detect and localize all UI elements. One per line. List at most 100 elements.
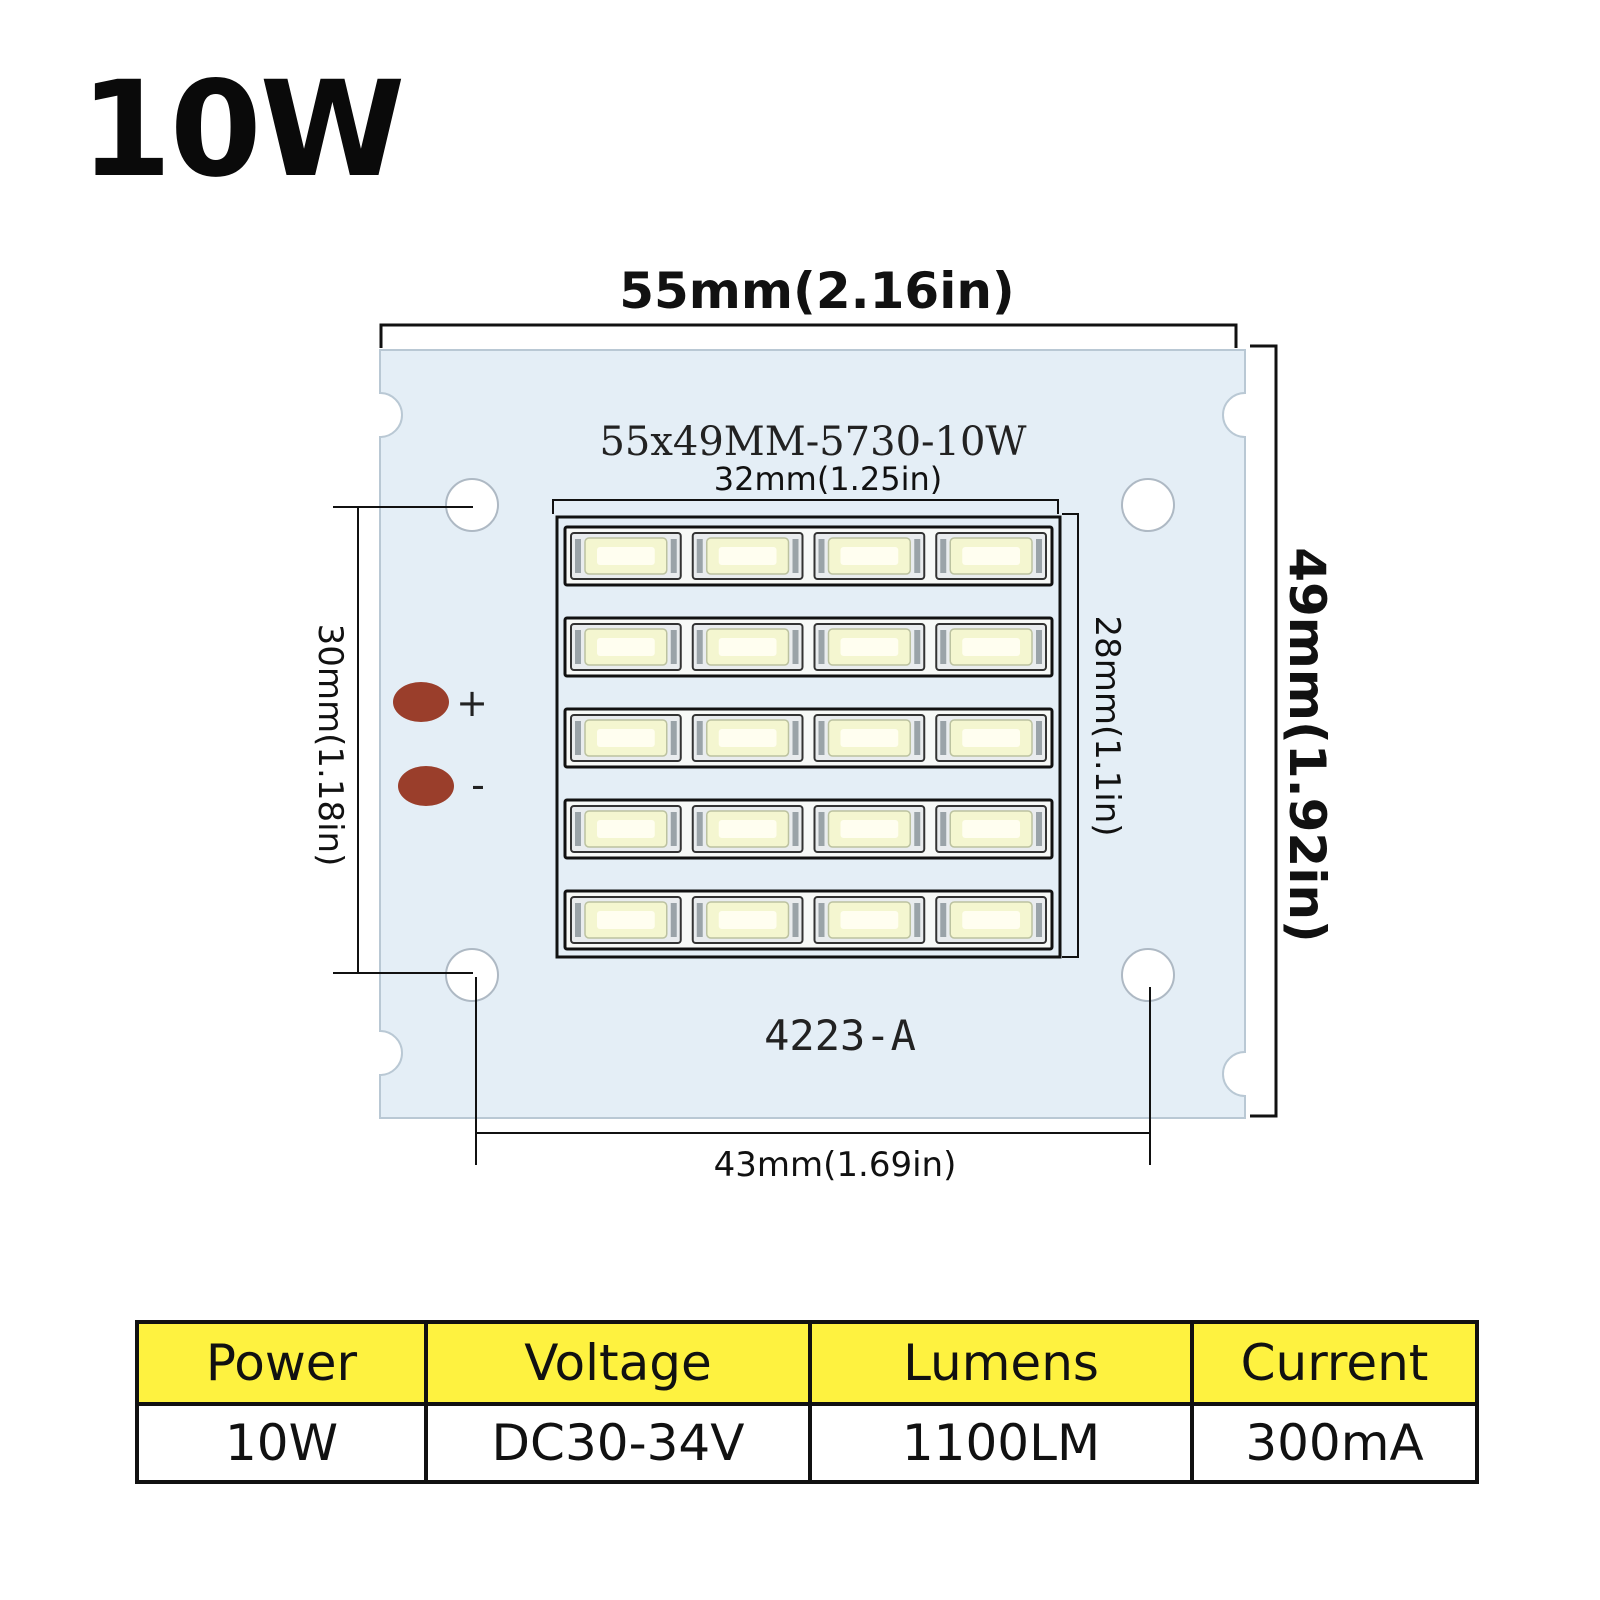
mounting-hole <box>1121 948 1175 1002</box>
led-array-frame <box>555 515 1062 959</box>
led-terminal <box>670 721 677 755</box>
spec-value-lumens: 1100LM <box>808 1402 1194 1484</box>
led-glow <box>840 638 899 656</box>
led-glow <box>718 820 777 838</box>
led-terminal <box>818 903 825 937</box>
led-terminal <box>575 903 581 937</box>
spec-table: Power Voltage Lumens Current 10W DC30-34… <box>135 1320 1479 1484</box>
led-glow <box>962 820 1020 838</box>
led-row-strip <box>563 616 1054 678</box>
hole-horizontal-label: 43mm(1.69in) <box>714 1145 957 1185</box>
led-terminal <box>696 539 703 573</box>
negative-label: - <box>471 763 485 807</box>
led-terminal <box>696 721 703 755</box>
led-terminal <box>914 812 921 846</box>
led-terminal <box>818 812 825 846</box>
led-height-line <box>1062 513 1079 958</box>
led-terminal <box>575 812 581 846</box>
led-glow <box>718 911 777 929</box>
led-terminal <box>575 721 581 755</box>
board-width-label: 55mm(2.16in) <box>619 262 1015 320</box>
negative-pad <box>398 766 454 806</box>
hole-horizontal-line <box>475 977 1151 1165</box>
led-terminal <box>1036 630 1042 664</box>
mounting-hole <box>1121 478 1175 532</box>
led-terminal <box>940 539 947 573</box>
spec-value-voltage: DC30-34V <box>424 1402 812 1484</box>
board-model-label: 55x49MM-5730-10W <box>599 419 1026 465</box>
led-terminal <box>940 630 947 664</box>
led-glow <box>597 820 655 838</box>
positive-pad <box>393 682 449 722</box>
led-glow <box>840 820 899 838</box>
led-terminal <box>670 539 677 573</box>
led-terminal <box>818 721 825 755</box>
spec-value-current: 300mA <box>1190 1402 1479 1484</box>
led-glow <box>962 638 1020 656</box>
mounting-hole <box>445 478 499 532</box>
led-terminal <box>696 812 703 846</box>
board-width-line <box>379 323 1238 348</box>
led-terminal <box>696 903 703 937</box>
led-terminal <box>792 812 799 846</box>
led-terminal <box>670 812 677 846</box>
led-terminal <box>792 721 799 755</box>
led-glow <box>840 729 899 747</box>
led-terminal <box>1036 812 1042 846</box>
led-width-label: 32mm(1.25in) <box>714 460 942 498</box>
led-terminal <box>914 630 921 664</box>
led-glow <box>840 547 899 565</box>
led-glow <box>597 729 655 747</box>
led-terminal <box>1036 721 1042 755</box>
board-height-line <box>1250 344 1278 1118</box>
led-terminal <box>818 539 825 573</box>
hole-vertical-label: 30mm(1.18in) <box>310 624 350 867</box>
led-terminal <box>792 539 799 573</box>
board-height-label: 49mm(1.92in) <box>1278 547 1336 943</box>
led-terminal <box>914 903 921 937</box>
led-glow <box>597 638 655 656</box>
led-row-strip <box>563 889 1054 951</box>
led-terminal <box>940 812 947 846</box>
positive-label: + <box>456 681 488 725</box>
spec-header-power: Power <box>135 1320 428 1406</box>
led-glow <box>597 547 655 565</box>
spec-header-voltage: Voltage <box>424 1320 812 1406</box>
led-terminal <box>940 721 947 755</box>
led-glow <box>962 547 1020 565</box>
led-glow <box>718 547 777 565</box>
led-array <box>563 525 1054 951</box>
led-terminal <box>696 630 703 664</box>
spec-value-power: 10W <box>135 1402 428 1484</box>
mounting-hole <box>445 948 499 1002</box>
led-terminal <box>575 630 581 664</box>
led-glow <box>962 729 1020 747</box>
led-row-strip <box>563 707 1054 769</box>
board-part-label: 4223-A <box>764 1011 916 1060</box>
spec-value-row: 10W DC30-34V 1100LM 300mA <box>135 1402 1479 1484</box>
led-terminal <box>670 630 677 664</box>
page-title: 10W <box>80 53 405 207</box>
led-row-strip <box>563 525 1054 587</box>
spec-header-row: Power Voltage Lumens Current <box>135 1320 1479 1406</box>
led-glow <box>840 911 899 929</box>
spec-header-lumens: Lumens <box>808 1320 1194 1406</box>
led-height-label: 28mm(1.1in) <box>1087 615 1127 836</box>
led-terminal <box>914 539 921 573</box>
led-glow <box>962 911 1020 929</box>
led-terminal <box>940 903 947 937</box>
hole-vertical-line <box>333 506 473 974</box>
led-terminal <box>792 630 799 664</box>
led-terminal <box>914 721 921 755</box>
led-terminal <box>670 903 677 937</box>
led-terminal <box>818 630 825 664</box>
led-row-strip <box>563 798 1054 860</box>
led-terminal <box>792 903 799 937</box>
led-glow <box>718 729 777 747</box>
led-glow <box>597 911 655 929</box>
led-terminal <box>1036 539 1042 573</box>
led-glow <box>718 638 777 656</box>
led-width-line <box>552 499 1059 514</box>
led-terminal <box>1036 903 1042 937</box>
